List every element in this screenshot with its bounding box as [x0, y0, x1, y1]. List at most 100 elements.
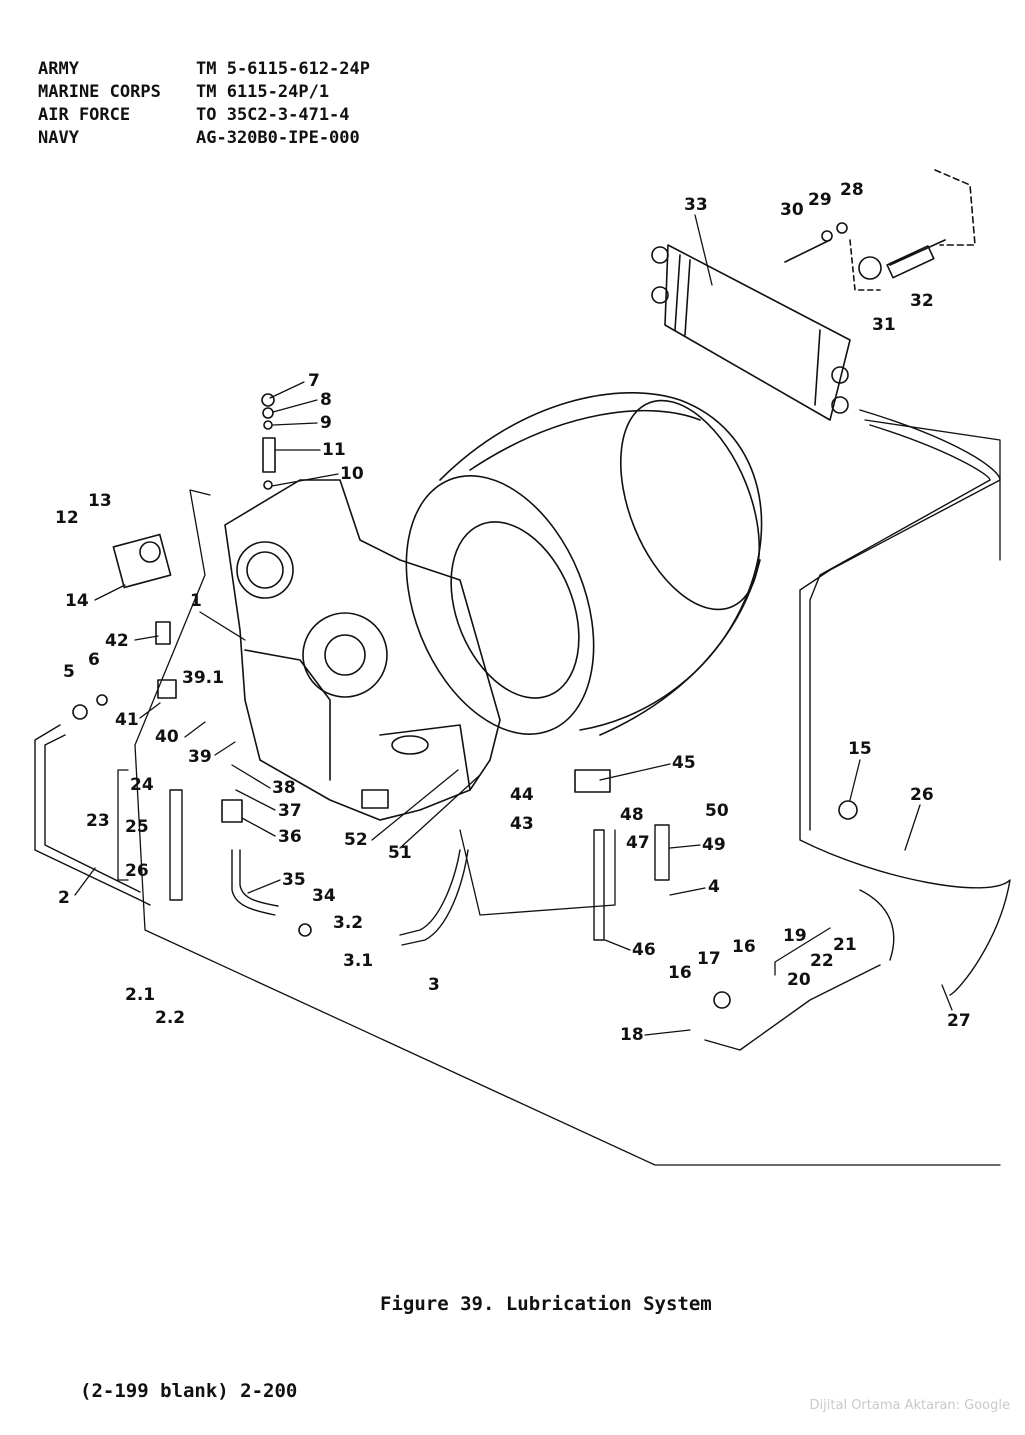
tee-42 — [155, 621, 171, 645]
hose-46 — [593, 829, 605, 941]
callout-34: 34 — [312, 886, 336, 906]
callout-4: 4 — [708, 877, 720, 897]
housing-lower — [244, 649, 471, 791]
leader — [904, 804, 921, 851]
leader — [694, 214, 713, 286]
bolt-30 — [784, 239, 831, 263]
fitting-34 — [298, 923, 312, 937]
leader — [235, 789, 276, 811]
callout-16-top: 16 — [732, 937, 756, 957]
callout-41: 41 — [115, 710, 139, 730]
drum-band — [469, 409, 761, 736]
fitting-5 — [72, 704, 88, 720]
callout-14: 14 — [65, 591, 89, 611]
drum-front-rim — [405, 475, 595, 735]
hardware-dash — [849, 239, 881, 291]
cooler-fin — [674, 254, 681, 331]
drive-flange — [302, 612, 388, 698]
hose-24-25 — [169, 789, 183, 901]
line-26-inner — [809, 424, 991, 831]
callout-2-2: 2.2 — [155, 1008, 185, 1028]
manual-number: TM 6115-24P/1 — [196, 82, 330, 102]
inspection-window — [236, 541, 294, 599]
callout-11: 11 — [322, 440, 346, 460]
leader — [271, 473, 339, 487]
outline-left — [134, 489, 1001, 1166]
header-row-navy: NAVY AG-320B0-IPE-000 — [38, 127, 370, 150]
leader — [214, 741, 236, 756]
callout-3-2: 3.2 — [333, 913, 363, 933]
callout-15: 15 — [848, 739, 872, 759]
callout-5: 5 — [63, 662, 75, 682]
fill-tube-11 — [262, 437, 276, 473]
bracket-19 — [774, 927, 831, 976]
bracket-23 — [117, 769, 129, 881]
gearbox-housing — [224, 479, 501, 821]
clamp-31 — [858, 256, 882, 280]
callout-46: 46 — [632, 940, 656, 960]
callout-40: 40 — [155, 727, 179, 747]
cooler-fin — [684, 259, 691, 336]
oil-lines — [34, 409, 1011, 1051]
leader — [399, 774, 481, 849]
tube-3-inner — [401, 849, 469, 946]
callout-38: 38 — [272, 778, 296, 798]
line-2 — [34, 724, 151, 906]
manual-number: AG-320B0-IPE-000 — [196, 128, 360, 148]
callout-23: 23 — [86, 811, 110, 831]
bracket-link — [889, 239, 946, 266]
leader — [247, 879, 281, 894]
callout-2-1: 2.1 — [125, 985, 155, 1005]
mount-foot — [361, 789, 389, 809]
callout-3-1: 3.1 — [343, 951, 373, 971]
callout-22: 22 — [810, 951, 834, 971]
line-26-long — [799, 409, 1011, 996]
callout-42: 42 — [105, 631, 129, 651]
line-19-21 — [859, 889, 895, 961]
manual-number: TM 5-6115-612-24P — [196, 59, 370, 79]
valve-15 — [838, 800, 858, 820]
fill-port — [391, 735, 429, 755]
callout-26-right: 26 — [910, 785, 934, 805]
drum-screen — [450, 521, 580, 699]
service-name: NAVY — [38, 128, 79, 148]
figure-caption: Figure 39. Lubrication System — [380, 1293, 712, 1315]
callout-37: 37 — [278, 801, 302, 821]
bracket-45 — [574, 769, 611, 793]
oil-cooler — [651, 244, 851, 421]
spacer-32 — [886, 245, 935, 279]
callout-2: 2 — [58, 888, 70, 908]
bracket-plate — [934, 169, 976, 246]
header-row-marine-corps: MARINE CORPS TM 6115-24P/1 — [38, 81, 370, 104]
tube-3 — [399, 849, 461, 936]
leader — [134, 635, 159, 641]
hose-35-inner — [239, 849, 279, 907]
drum-body — [439, 391, 763, 731]
leader — [269, 381, 305, 399]
callout-9: 9 — [320, 413, 332, 433]
outline-inner — [459, 829, 616, 916]
washer-29 — [821, 230, 833, 242]
leader-lines — [74, 214, 953, 1036]
callout-1: 1 — [190, 591, 202, 611]
callout-31: 31 — [872, 315, 896, 335]
callout-32: 32 — [910, 291, 934, 311]
callout-25: 25 — [125, 817, 149, 837]
cooler-fitting — [831, 396, 849, 414]
pump-port — [139, 541, 161, 563]
callout-44: 44 — [510, 785, 534, 805]
leader — [941, 984, 953, 1011]
leader — [599, 763, 671, 781]
callout-36: 36 — [278, 827, 302, 847]
housing-outline — [224, 479, 501, 821]
callout-18: 18 — [620, 1025, 644, 1045]
callout-13: 13 — [88, 491, 112, 511]
elbow-41 — [157, 679, 177, 699]
leader — [241, 817, 276, 837]
leader — [184, 721, 206, 738]
hose-35 — [231, 849, 276, 916]
cooler-fitting — [651, 246, 669, 264]
cooler-bracket — [784, 169, 976, 291]
header-row-army: ARMY TM 5-6115-612-24P — [38, 58, 370, 81]
